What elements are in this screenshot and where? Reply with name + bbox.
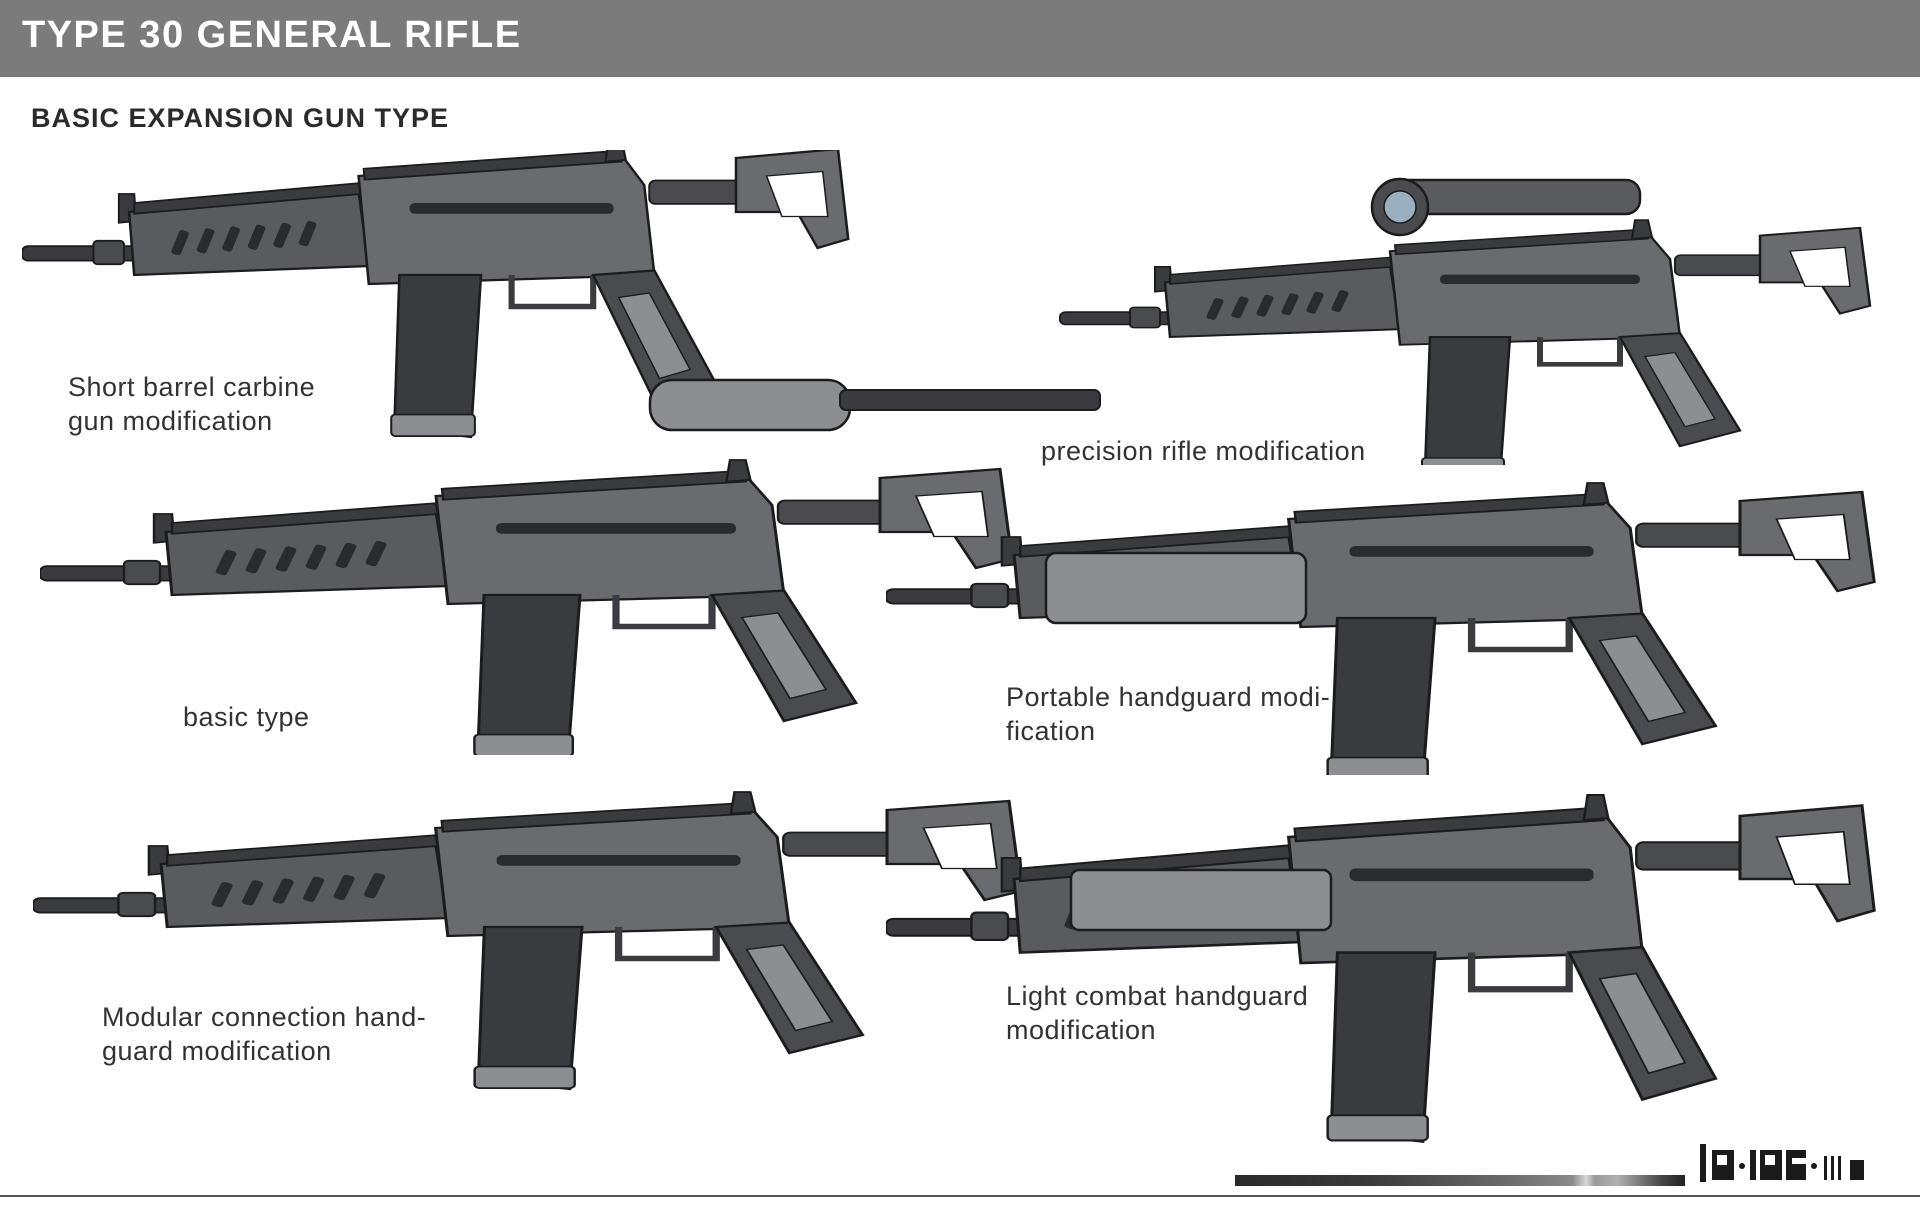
caption-basic-type: basic type [183, 702, 310, 732]
footer-rule [0, 1195, 1920, 1197]
rifle-illustration-portable-handguard [886, 475, 1900, 775]
footer-gradient-bar [1235, 1175, 1685, 1186]
brand-logo-icon [1700, 1144, 1864, 1182]
caption-precision-rifle: precision rifle modification [1041, 436, 1366, 466]
handguard-sleeve [1044, 551, 1308, 625]
page-title: TYPE 30 GENERAL RIFLE [22, 14, 522, 56]
section-subtitle: BASIC EXPANSION GUN TYPE [31, 103, 450, 133]
caption-portable-handguard: Portable handguard modi- fication [1006, 682, 1331, 746]
header-bar: TYPE 30 GENERAL RIFLE [0, 0, 1920, 77]
suppressor-icon [648, 378, 852, 432]
caption-short-barrel-carbine: Short barrel carbine gun modification [68, 372, 316, 436]
caption-light-combat: Light combat handguard modification [1006, 981, 1309, 1045]
light-handguard [1069, 868, 1333, 932]
caption-modular-connection: Modular connection hand- guard modificat… [102, 1002, 427, 1066]
rifle-illustration-precision-rifle [648, 177, 1900, 465]
rifle-illustration-light-combat [886, 780, 1900, 1150]
